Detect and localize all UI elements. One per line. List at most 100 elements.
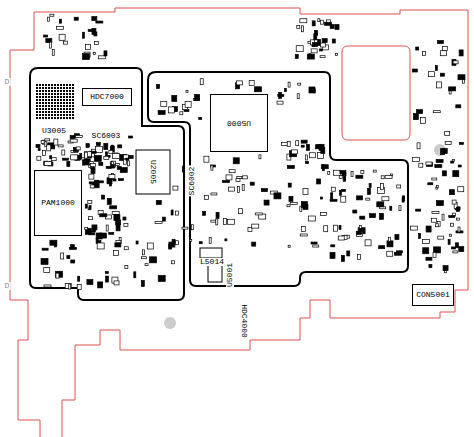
smd-part (61, 253, 64, 259)
smd-part (347, 251, 350, 256)
smd-part (440, 73, 444, 76)
smd-part (367, 188, 370, 194)
smd-part (264, 200, 269, 205)
smd-part (239, 209, 243, 214)
smd-part (88, 30, 93, 32)
smd-part (287, 205, 290, 207)
smd-part (423, 52, 426, 56)
smd-part (451, 223, 454, 226)
smd-part (344, 176, 346, 181)
smd-part (377, 202, 384, 207)
smd-part (172, 95, 177, 101)
shield-name: SC6002 (188, 166, 196, 197)
smd-part (67, 161, 70, 166)
smd-part (315, 30, 318, 35)
smd-part (185, 101, 191, 107)
edge-marker: D (4, 282, 11, 290)
smd-part (290, 202, 297, 204)
smd-part (342, 189, 346, 191)
smd-part (301, 145, 304, 147)
smd-part (77, 284, 81, 289)
smd-part (449, 234, 451, 236)
smd-part (331, 187, 335, 191)
smd-part (83, 32, 85, 38)
smd-part (41, 258, 48, 264)
smd-part (107, 198, 111, 204)
smd-part (437, 41, 443, 44)
smd-part (339, 225, 341, 229)
smd-part (190, 239, 192, 241)
smd-part (120, 168, 127, 173)
smd-part (453, 61, 458, 64)
smd-part (44, 285, 51, 287)
smd-part (237, 176, 242, 178)
smd-part (388, 237, 390, 241)
smd-part (357, 196, 363, 200)
smd-part (98, 282, 103, 288)
smd-part (341, 255, 344, 261)
smd-part (243, 176, 248, 179)
smd-part (118, 179, 123, 181)
smd-part (311, 49, 317, 53)
smd-part (58, 145, 63, 147)
smd-part (395, 235, 399, 240)
smd-part (182, 227, 188, 229)
smd-part (333, 170, 340, 175)
smd-part (459, 50, 463, 56)
component-box: CON5001 (412, 284, 454, 306)
smd-part (287, 142, 290, 147)
smd-part (435, 165, 442, 168)
smd-part (449, 216, 455, 218)
smd-part (99, 233, 106, 238)
smd-part (158, 110, 165, 114)
smd-part (277, 101, 283, 104)
smd-part (150, 257, 157, 263)
smd-part (89, 206, 91, 210)
smd-part (37, 156, 41, 160)
smd-part (322, 39, 327, 43)
smd-part (90, 164, 95, 167)
smd-part (310, 153, 316, 158)
smd-part (158, 275, 165, 281)
smd-part (432, 211, 439, 213)
smd-part (419, 233, 421, 238)
smd-part (318, 39, 321, 45)
smd-part (397, 185, 401, 188)
smd-part (274, 193, 281, 199)
smd-part (248, 227, 252, 231)
smd-part (211, 220, 216, 222)
smd-part (233, 158, 239, 164)
smd-part (104, 156, 109, 159)
smd-part (71, 260, 75, 263)
smd-part (104, 51, 107, 56)
smd-part (312, 21, 315, 26)
smd-part (306, 162, 309, 164)
smd-part (113, 179, 116, 181)
smd-part (70, 136, 75, 139)
smd-part (90, 185, 94, 188)
smd-part (452, 200, 456, 204)
smd-part (380, 183, 383, 189)
smd-part (328, 171, 330, 174)
part-name: L5014 (199, 258, 225, 266)
smd-part (436, 82, 441, 88)
smd-part (432, 178, 437, 180)
smd-part (311, 242, 317, 244)
smd-part (50, 156, 52, 159)
smd-part (338, 236, 344, 240)
smd-part (186, 91, 188, 93)
smd-part (94, 155, 101, 161)
smd-part (369, 214, 375, 218)
smd-part (459, 247, 464, 252)
smd-part (417, 110, 423, 114)
smd-part (44, 35, 48, 37)
chip-u3005 (36, 84, 74, 120)
smd-part (429, 265, 432, 268)
smd-part (320, 49, 323, 51)
smd-part (413, 157, 420, 161)
smd-part (172, 239, 175, 242)
smd-part (141, 280, 144, 286)
smd-part (96, 142, 100, 145)
smd-part (435, 66, 437, 71)
part-name: HDC4000 (240, 303, 248, 339)
